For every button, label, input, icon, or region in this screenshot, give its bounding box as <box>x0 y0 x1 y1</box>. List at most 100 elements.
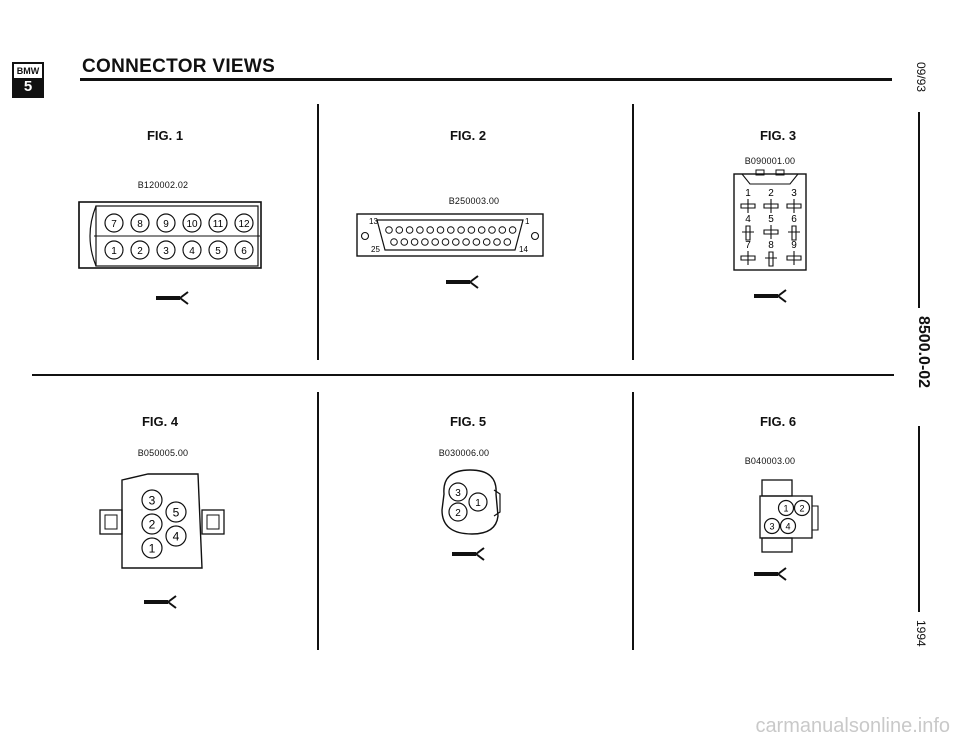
pin-socket <box>468 492 488 512</box>
pin-socket <box>405 226 414 234</box>
bmw-5-series-logo: BMW 5 <box>12 62 44 98</box>
blade-terminal <box>740 199 756 213</box>
pin-socket <box>448 502 468 522</box>
pin-socket <box>165 525 187 547</box>
pin-label: 3 <box>791 188 797 199</box>
pin-label: 5 <box>215 246 221 257</box>
pin-socket <box>416 226 424 234</box>
fig-5-key-mark <box>452 547 485 561</box>
blade-terminal <box>742 225 754 241</box>
page-title: CONNECTOR VIEWS <box>82 56 276 77</box>
pin-socket <box>104 213 124 233</box>
pin-socket <box>467 226 476 234</box>
pin-label: 6 <box>791 214 797 225</box>
pin-socket <box>441 238 450 246</box>
pin-socket <box>400 238 409 246</box>
column-divider-1-bottom <box>317 392 319 650</box>
blade-terminal <box>786 251 802 265</box>
pin-socket <box>385 226 393 234</box>
pin-socket <box>472 238 481 246</box>
pin-label: 1 <box>475 498 481 509</box>
pin-label: 7 <box>745 240 751 251</box>
fig-6-ref: B040003.00 <box>744 456 796 466</box>
header-rule <box>80 78 892 81</box>
pin-socket <box>156 240 176 260</box>
column-divider-1-top <box>317 104 319 360</box>
fig-2-ref: B250003.00 <box>448 196 500 206</box>
pin-label: 3 <box>163 246 169 257</box>
pin-label: 5 <box>768 214 774 225</box>
pin-socket <box>436 226 445 234</box>
blade-terminal <box>763 199 779 213</box>
pin-socket <box>104 240 124 260</box>
sidebar-rule-2 <box>918 426 920 612</box>
pin-label: 5 <box>173 506 180 520</box>
pin-socket <box>477 226 486 234</box>
pin-label: 1 <box>111 246 117 257</box>
fig-2-title: FIG. 2 <box>449 128 487 143</box>
pin-socket <box>777 499 795 517</box>
pin-socket <box>182 240 202 260</box>
pin-label: 6 <box>241 246 247 257</box>
fig-4-key-mark <box>144 595 177 609</box>
pin-label: 4 <box>785 521 790 531</box>
fig-5-title: FIG. 5 <box>449 414 487 429</box>
pin-socket <box>156 213 176 233</box>
pin-socket <box>130 240 150 260</box>
pin-label: 4 <box>173 530 180 544</box>
pin-label: 4 <box>189 246 195 257</box>
pin-socket <box>395 226 404 234</box>
fig-1-title: FIG. 1 <box>146 128 184 143</box>
pin-socket <box>130 213 150 233</box>
pin-socket <box>452 238 460 246</box>
pin-label: 4 <box>745 214 751 225</box>
pin-socket <box>165 501 187 523</box>
pin-socket <box>482 238 491 246</box>
sidebar-date: 09/93 <box>914 62 928 93</box>
pin-label: 3 <box>455 488 461 499</box>
pin-socket <box>234 240 254 260</box>
sidebar-rule-1 <box>918 112 920 308</box>
pin-socket <box>498 226 507 234</box>
column-divider-2-bottom <box>632 392 634 650</box>
pin-label: 9 <box>163 219 169 230</box>
pin-socket <box>793 499 811 517</box>
pin-label: 12 <box>238 219 250 230</box>
pin-socket <box>448 482 468 502</box>
pin-socket <box>390 238 398 246</box>
pin-socket <box>779 517 797 535</box>
pin-socket <box>421 238 429 246</box>
pin-socket <box>447 226 455 234</box>
blade-terminal <box>765 251 777 267</box>
pin-label: 8 <box>768 240 774 251</box>
pin-socket <box>141 489 163 511</box>
fig-5-connector-drawing: 312 <box>441 469 501 535</box>
pin-label: 1 <box>783 503 788 513</box>
pin-socket <box>141 513 163 535</box>
blade-terminal <box>763 225 779 239</box>
fig-6-title: FIG. 6 <box>759 414 797 429</box>
pin-label: 2 <box>149 518 156 532</box>
pin-socket <box>426 226 434 234</box>
pin-label: 3 <box>769 521 774 531</box>
fig-1-ref: B120002.02 <box>137 180 189 190</box>
watermark: carmanualsonline.info <box>755 715 950 737</box>
pin-socket <box>208 240 228 260</box>
pin-label: 7 <box>111 219 117 230</box>
fig-2-pin-label: 13 <box>369 217 378 226</box>
fig-3-key-mark <box>754 289 787 303</box>
fig-5-ref: B030006.00 <box>438 448 490 458</box>
pin-socket <box>234 213 254 233</box>
logo-top-text: BMW <box>16 66 40 76</box>
pin-socket <box>182 213 202 233</box>
pin-label: 11 <box>213 219 224 230</box>
fig-2-key-mark <box>446 275 479 289</box>
blade-terminal <box>740 251 756 265</box>
pin-socket <box>763 517 781 535</box>
pin-socket <box>493 238 501 246</box>
pin-socket <box>508 226 517 234</box>
pin-socket <box>208 213 228 233</box>
